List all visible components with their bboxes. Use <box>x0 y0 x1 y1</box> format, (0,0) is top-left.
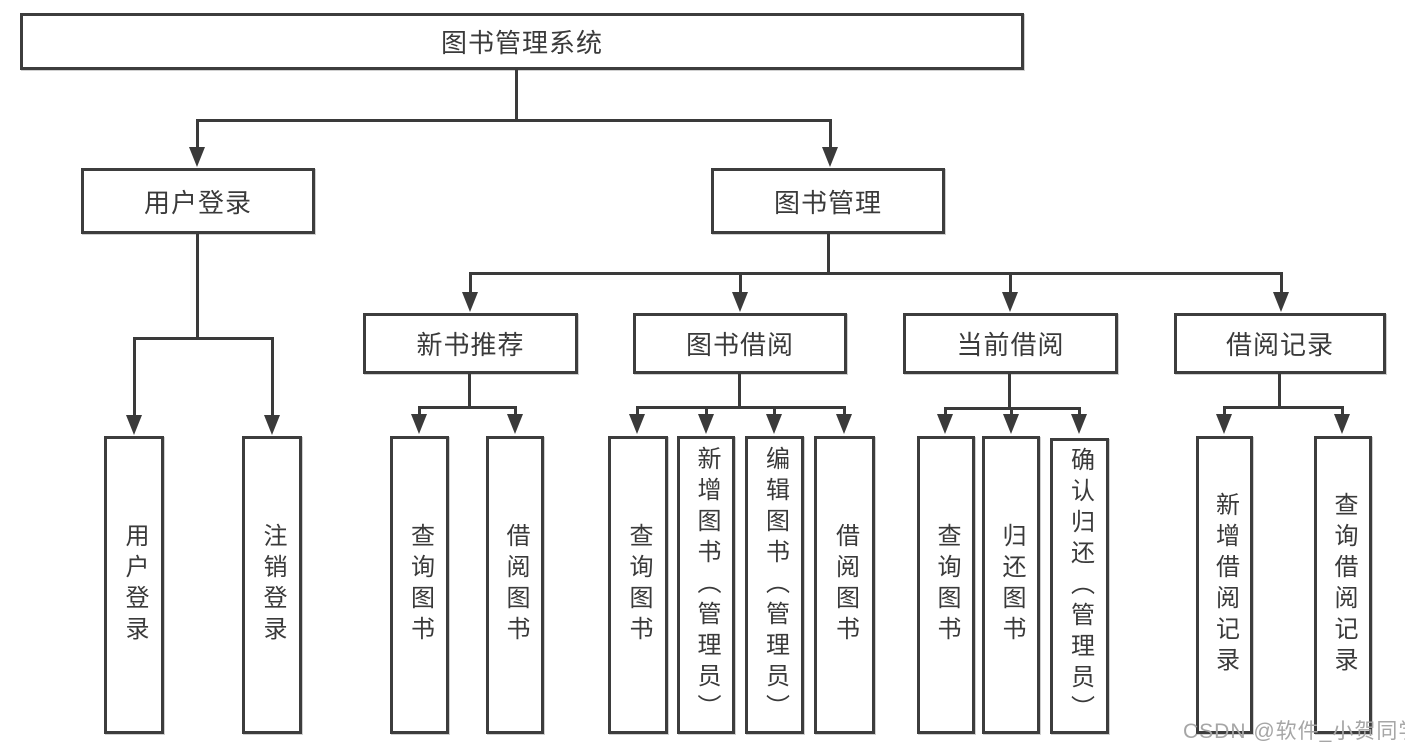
arrow-down-icon <box>462 272 478 312</box>
arrow-down-icon <box>822 119 838 167</box>
node-new-book-recommend: 新书推荐 <box>363 313 578 374</box>
node-label: 借阅图书 <box>502 523 529 647</box>
node-label: 编辑图书（管理员） <box>761 445 789 725</box>
node-label: 当前借阅 <box>956 330 1065 360</box>
horizontal-line <box>636 406 845 409</box>
arrow-down-icon <box>698 406 714 434</box>
arrow-down-icon <box>836 406 852 434</box>
vertical-line <box>515 69 518 122</box>
node-label: 新书推荐 <box>416 330 525 360</box>
leaf-user-login: 用户登录 <box>104 436 164 734</box>
horizontal-line <box>1223 406 1343 409</box>
watermark: CSDN @软件_小贺同学 <box>1183 720 1405 743</box>
arrow-down-icon <box>1003 407 1019 434</box>
vertical-line <box>1278 374 1281 409</box>
leaf-borrow-books-recommend: 借阅图书 <box>486 436 544 734</box>
leaf-edit-books-admin: 编辑图书（管理员） <box>745 436 804 734</box>
node-label: 图书管理 <box>773 187 882 218</box>
arrow-down-icon <box>507 406 523 434</box>
node-user-login: 用户登录 <box>81 168 315 234</box>
arrow-down-icon <box>766 406 782 434</box>
node-label: 归还图书 <box>998 523 1025 647</box>
vertical-line <box>468 374 471 409</box>
horizontal-line <box>196 119 832 122</box>
node-label: 借阅记录 <box>1225 330 1334 360</box>
node-label: 图书管理系统 <box>440 28 603 58</box>
arrow-down-icon <box>411 406 427 434</box>
vertical-line <box>196 234 199 340</box>
leaf-confirm-return-admin: 确认归还（管理员） <box>1050 438 1109 734</box>
horizontal-line <box>469 272 1282 275</box>
leaf-query-books-borrow: 查询图书 <box>608 436 668 734</box>
vertical-line <box>738 374 741 409</box>
leaf-borrow-books: 借阅图书 <box>814 436 875 734</box>
arrow-down-icon <box>732 272 748 312</box>
arrow-down-icon <box>1273 272 1289 312</box>
leaf-logout: 注销登录 <box>242 436 302 734</box>
node-label: 借阅图书 <box>831 523 859 647</box>
node-label: 新增图书（管理员） <box>693 445 720 725</box>
node-label: 注销登录 <box>259 523 286 647</box>
node-book-borrow: 图书借阅 <box>633 313 847 374</box>
node-label: 新增借阅记录 <box>1211 492 1239 678</box>
leaf-add-books-admin: 新增图书（管理员） <box>677 436 735 734</box>
arrow-down-icon <box>629 406 645 434</box>
node-borrow-records: 借阅记录 <box>1174 313 1386 374</box>
arrow-down-icon <box>1334 406 1350 434</box>
node-label: 查询借阅记录 <box>1330 492 1357 678</box>
arrow-down-icon <box>264 337 280 435</box>
horizontal-line <box>133 337 274 340</box>
leaf-query-borrow-record: 查询借阅记录 <box>1314 436 1372 734</box>
leaf-query-books-recommend: 查询图书 <box>390 436 449 734</box>
vertical-line <box>827 234 830 275</box>
node-label: 确认归还（管理员） <box>1066 446 1094 726</box>
node-library-management-system: 图书管理系统 <box>20 13 1024 70</box>
arrow-down-icon <box>189 119 205 167</box>
node-label: 查询图书 <box>625 523 652 647</box>
node-label: 查询图书 <box>933 523 960 647</box>
arrow-down-icon <box>126 337 142 435</box>
leaf-add-borrow-record: 新增借阅记录 <box>1196 436 1253 734</box>
arrow-down-icon <box>1002 272 1018 312</box>
node-label: 图书借阅 <box>685 330 794 360</box>
node-label: 用户登录 <box>143 187 252 218</box>
leaf-return-books: 归还图书 <box>982 436 1040 734</box>
node-label: 查询图书 <box>406 523 434 647</box>
leaf-query-books-current: 查询图书 <box>917 436 975 734</box>
horizontal-line <box>418 406 516 409</box>
arrow-down-icon <box>937 407 953 434</box>
vertical-line <box>1008 374 1011 410</box>
node-current-borrow: 当前借阅 <box>903 313 1118 374</box>
arrow-down-icon <box>1216 406 1232 434</box>
node-book-management: 图书管理 <box>711 168 945 234</box>
arrow-down-icon <box>1071 407 1087 434</box>
node-label: 用户登录 <box>121 523 148 647</box>
